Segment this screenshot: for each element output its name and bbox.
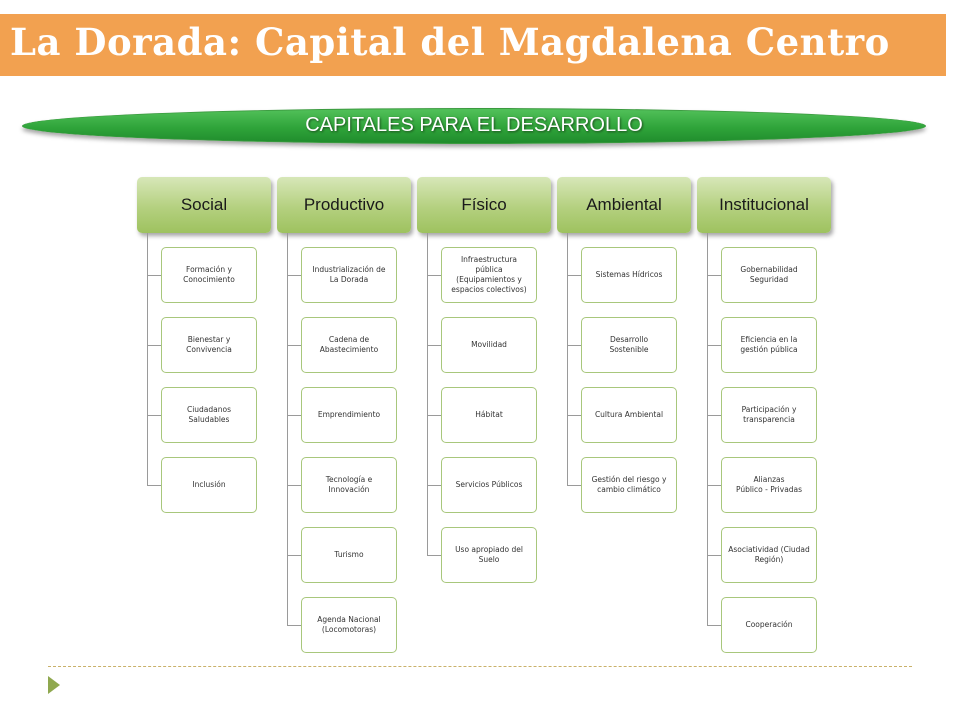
capital-header: Ambiental bbox=[557, 177, 691, 233]
connector-line bbox=[147, 233, 148, 485]
capital-item: Cooperación bbox=[721, 597, 817, 653]
capital-item: Infraestructura pública (Equipamientos y… bbox=[441, 247, 537, 303]
connector-line bbox=[567, 485, 581, 486]
connector-line bbox=[567, 345, 581, 346]
capital-header: Institucional bbox=[697, 177, 831, 233]
connector-line bbox=[427, 555, 441, 556]
capital-item: Bienestar y Convivencia bbox=[161, 317, 257, 373]
connector-line bbox=[707, 275, 721, 276]
capital-item: Uso apropiado del Suelo bbox=[441, 527, 537, 583]
slide-title: La Dorada: Capital del Magdalena Centro bbox=[10, 20, 890, 64]
capital-item: Cadena de Abastecimiento bbox=[301, 317, 397, 373]
footer-divider bbox=[48, 666, 912, 667]
connector-line bbox=[427, 233, 428, 555]
capital-item: Hábitat bbox=[441, 387, 537, 443]
capital-item: Formación y Conocimiento bbox=[161, 247, 257, 303]
capital-item: Servicios Públicos bbox=[441, 457, 537, 513]
capital-item: Turismo bbox=[301, 527, 397, 583]
banner-label: CAPITALES PARA EL DESARROLLO bbox=[305, 114, 643, 136]
capital-item: Industrialización de La Dorada bbox=[301, 247, 397, 303]
connector-line bbox=[427, 485, 441, 486]
connector-line bbox=[567, 415, 581, 416]
connector-line bbox=[147, 345, 161, 346]
connector-line bbox=[287, 415, 301, 416]
capital-item: Agenda Nacional (Locomotoras) bbox=[301, 597, 397, 653]
capital-item: Gobernabilidad Seguridad bbox=[721, 247, 817, 303]
connector-line bbox=[707, 415, 721, 416]
connector-line bbox=[427, 415, 441, 416]
connector-line bbox=[707, 555, 721, 556]
capital-header: Social bbox=[137, 177, 271, 233]
connector-line bbox=[287, 555, 301, 556]
capital-item: Alianzas Público - Privadas bbox=[721, 457, 817, 513]
connector-line bbox=[147, 415, 161, 416]
connector-line bbox=[707, 485, 721, 486]
connector-line bbox=[147, 275, 161, 276]
connector-line bbox=[427, 275, 441, 276]
capital-item: Participación y transparencia bbox=[721, 387, 817, 443]
connector-line bbox=[287, 233, 288, 625]
title-bar: La Dorada: Capital del Magdalena Centro bbox=[0, 14, 946, 76]
capital-item: Emprendimiento bbox=[301, 387, 397, 443]
connector-line bbox=[707, 625, 721, 626]
connector-line bbox=[287, 485, 301, 486]
capitales-banner: CAPITALES PARA EL DESARROLLO bbox=[22, 108, 926, 144]
capital-item: Ciudadanos Saludables bbox=[161, 387, 257, 443]
capital-item: Desarrollo Sostenible bbox=[581, 317, 677, 373]
capital-item: Asociatividad (Ciudad Región) bbox=[721, 527, 817, 583]
connector-line bbox=[287, 345, 301, 346]
play-arrow-icon bbox=[48, 676, 60, 694]
connector-line bbox=[427, 345, 441, 346]
connector-line bbox=[567, 275, 581, 276]
capital-header: Físico bbox=[417, 177, 551, 233]
capital-item: Sistemas Hídricos bbox=[581, 247, 677, 303]
capital-item: Inclusión bbox=[161, 457, 257, 513]
capital-item: Gestión del riesgo y cambio climático bbox=[581, 457, 677, 513]
capital-header: Productivo bbox=[277, 177, 411, 233]
capital-item: Cultura Ambiental bbox=[581, 387, 677, 443]
connector-line bbox=[287, 625, 301, 626]
connector-line bbox=[147, 485, 161, 486]
capital-item: Eficiencia en la gestión pública bbox=[721, 317, 817, 373]
connector-line bbox=[567, 233, 568, 485]
connector-line bbox=[707, 233, 708, 625]
capital-item: Movilidad bbox=[441, 317, 537, 373]
connector-line bbox=[287, 275, 301, 276]
connector-line bbox=[707, 345, 721, 346]
capital-item: Tecnología e Innovación bbox=[301, 457, 397, 513]
